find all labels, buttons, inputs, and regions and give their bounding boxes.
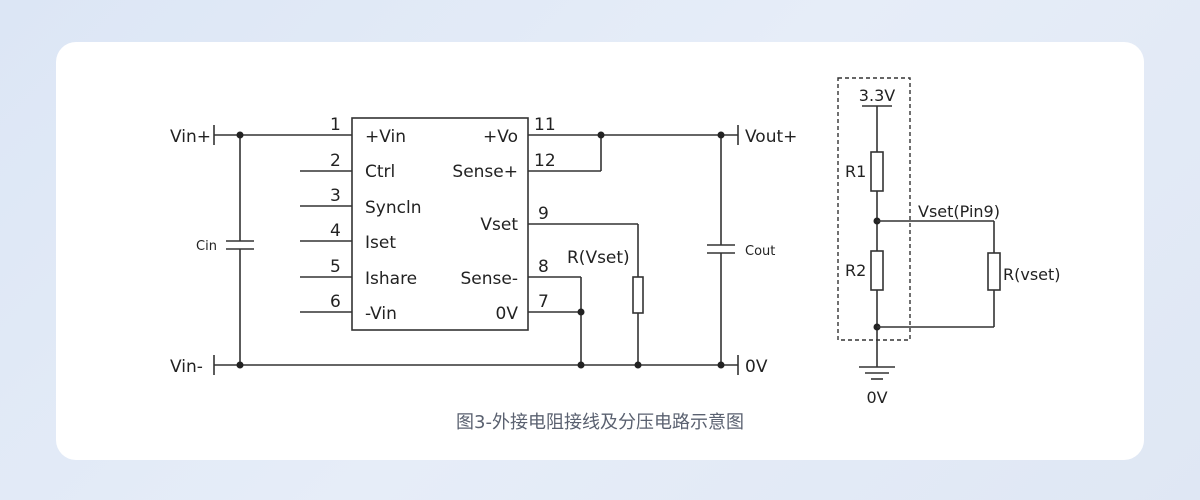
r-vset-divider-resistor — [987, 252, 1001, 291]
r2-resistor — [870, 250, 884, 291]
junction-dot — [717, 361, 725, 369]
pin-name: -Vin — [365, 304, 397, 324]
figure-caption: 图3-外接电阻接线及分压电路示意图 — [456, 412, 744, 433]
junction-dot — [577, 308, 585, 316]
pin-number: 11 — [534, 115, 556, 135]
junction-dot — [597, 131, 605, 139]
ground-label: 0V — [866, 388, 887, 407]
r2-label: R2 — [845, 261, 866, 280]
cin-label: Cin — [196, 239, 217, 254]
junction-dot — [236, 131, 244, 139]
pin-number: 3 — [330, 186, 341, 206]
junction-dot — [634, 361, 642, 369]
r1-resistor — [870, 151, 884, 192]
vset-node-label: Vset(Pin9) — [918, 202, 1000, 221]
pin-number: 8 — [538, 257, 549, 277]
r-vset-divider-label: R(vset) — [1003, 265, 1061, 284]
pin-name: Vset — [480, 215, 518, 235]
pin-number: 1 — [330, 115, 341, 135]
pin-number: 2 — [330, 151, 341, 171]
pin-number: 12 — [534, 151, 556, 171]
junction-dot — [236, 361, 244, 369]
r-vset-resistor — [632, 276, 644, 314]
diagram-card — [56, 42, 1144, 460]
vout-plus-label: Vout+ — [745, 127, 797, 147]
ic-body — [351, 117, 529, 331]
pin-number: 9 — [538, 204, 549, 224]
pin-name: +Vo — [483, 127, 518, 147]
pin-name: 0V — [496, 304, 519, 324]
cout-label: Cout — [745, 244, 775, 259]
pin-number: 5 — [330, 257, 341, 277]
pin-name: Ishare — [365, 269, 417, 289]
vin-minus-label: Vin- — [170, 357, 203, 377]
pin-name: +Vin — [365, 127, 406, 147]
r-vset-label: R(Vset) — [567, 248, 630, 268]
pin-name: Sense- — [461, 269, 518, 289]
pin-name: Syncln — [365, 198, 421, 218]
supply-label: 3.3V — [859, 86, 895, 105]
divider-dashed-box — [837, 77, 911, 341]
junction-dot — [577, 361, 585, 369]
ground-icon — [859, 366, 895, 380]
pin-number: 6 — [330, 292, 341, 312]
pin-name: Iset — [365, 233, 396, 253]
pin-name: Ctrl — [365, 162, 395, 182]
pin-number: 7 — [538, 292, 549, 312]
junction-dot — [717, 131, 725, 139]
vin-plus-label: Vin+ — [170, 127, 211, 147]
pin-number: 4 — [330, 221, 341, 241]
r1-label: R1 — [845, 162, 866, 181]
zero-v-label: 0V — [745, 357, 768, 377]
pin-name: Sense+ — [452, 162, 518, 182]
